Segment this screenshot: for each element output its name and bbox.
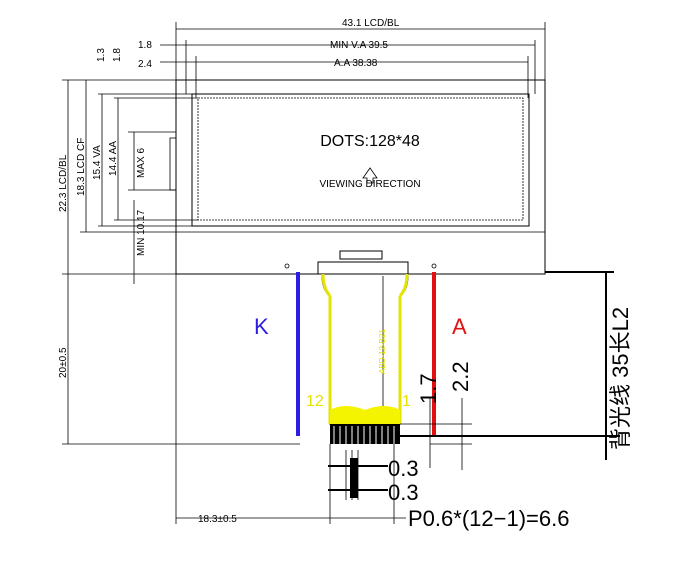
connector-top (339, 250, 383, 260)
dim-lcd-cf: 18.3 LCD CF (76, 138, 87, 196)
k-pin-hole (284, 263, 290, 269)
dim-aa-vertical: 14.4 AA (108, 141, 119, 176)
active-area (197, 97, 524, 221)
fpc-stiffener (317, 261, 409, 275)
finger-detail (350, 458, 358, 498)
fpc-code: ABD-12-B21 (378, 329, 387, 374)
viewing-direction-label: VIEWING DIRECTION (319, 179, 420, 190)
k-label: K (254, 314, 269, 339)
backlight-length: 背光线 35长L2 (608, 307, 633, 450)
dim-min-va: MIN V.A 39.5 (330, 40, 388, 51)
dim-left-24: 2.4 (138, 59, 152, 70)
dim-17: 1.7 (416, 373, 441, 404)
dim-pitch: P0.6*(12−1)=6.6 (408, 506, 569, 531)
dim-offset: 18.3±0.5 (198, 514, 237, 525)
dim-03b: 0.3 (388, 480, 419, 505)
edge-tab (169, 137, 177, 191)
viewing-area (191, 93, 530, 227)
dim-lcd-bl: 43.1 LCD/BL (342, 18, 400, 29)
dim-max6: MAX 6 (136, 148, 147, 178)
fpc-pad-area (330, 406, 400, 424)
dim-lcd-bl-vertical: 22.3 LCD/BL (58, 154, 69, 212)
a-pin-hole (431, 263, 437, 269)
dots-label: DOTS:128*48 (320, 133, 420, 150)
dim-va: 15.4 VA (92, 145, 103, 180)
pin-1-label: 1 (402, 393, 411, 410)
dim-small-13: 1.3 (96, 48, 107, 62)
dim-03a: 0.3 (388, 456, 419, 481)
pin-12-label: 12 (306, 393, 324, 410)
dim-tail-height: 20±0.5 (58, 347, 69, 378)
dim-left-18: 1.8 (138, 40, 152, 51)
viewing-arrow-icon (362, 167, 378, 184)
dim-small-18: 1.8 (112, 48, 123, 62)
a-label: A (452, 314, 467, 339)
dim-min1017: MIN 10.17 (136, 209, 147, 256)
dim-22: 2.2 (448, 361, 473, 392)
module-outline (175, 79, 546, 275)
dim-aa: A.A 38.38 (334, 58, 378, 69)
gold-fingers (330, 424, 400, 444)
